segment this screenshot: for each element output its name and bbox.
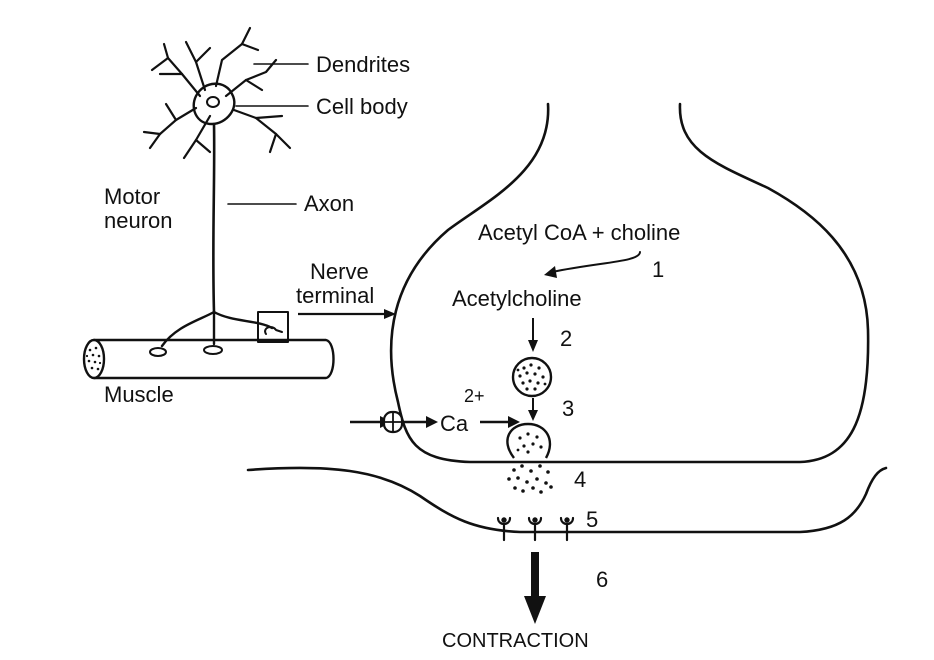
packaging-arrow (528, 318, 538, 352)
receptor (496, 516, 512, 542)
muscle-fiber-stipple (85, 346, 102, 371)
cell-body-shape (192, 82, 236, 126)
step-number: 1 (652, 257, 664, 282)
nerve-terminal-box (257, 311, 289, 343)
receptor (527, 516, 543, 542)
nerve-label: Nerve (310, 259, 369, 284)
synthesis-arrow (544, 251, 641, 278)
exocytosis-arrow (528, 398, 538, 421)
step-number: 4 (574, 467, 586, 492)
acetylcholine-label: Acetylcholine (452, 286, 582, 311)
axon-line (212, 122, 216, 314)
contraction-label: CONTRACTION (442, 630, 589, 652)
dendrites-label: Dendrites (316, 52, 410, 77)
muscle-fiber (82, 338, 335, 380)
dendrites-drawing (142, 26, 292, 160)
muscle-fiber-end (82, 338, 106, 380)
released-transmitter (507, 464, 553, 494)
nerve-terminal-arrow (298, 309, 396, 319)
leader-lines (227, 63, 309, 205)
fusing-vesicle (506, 422, 552, 459)
postsynaptic-membrane (246, 466, 888, 534)
nerve-terminal-outline (389, 102, 870, 464)
calcium-channel (350, 410, 438, 434)
nucleus (206, 96, 220, 108)
acetylcholine-receptors (496, 516, 575, 542)
axon-label: Axon (304, 191, 354, 216)
step-number: 2 (560, 326, 572, 351)
receptor (559, 516, 575, 542)
motor-label: Motor (104, 184, 160, 209)
step-number: 5 (586, 507, 598, 532)
boxed-terminal (264, 326, 283, 335)
motor-neuron (82, 26, 335, 380)
terminal-label: terminal (296, 283, 374, 308)
muscle-label: Muscle (104, 382, 174, 407)
end-plate-middle (203, 345, 223, 355)
acetyl-coa-label: Acetyl CoA + choline (478, 220, 680, 245)
calcium-label: Ca (440, 411, 469, 436)
neuron-label: neuron (104, 208, 173, 233)
calcium-charge-label: 2+ (464, 386, 485, 406)
step-number: 3 (562, 396, 574, 421)
end-plate-left (149, 347, 167, 357)
cell-body-label: Cell body (316, 94, 408, 119)
step-number: 6 (596, 567, 608, 592)
calcium-arrow (480, 416, 520, 428)
contraction-arrow (524, 552, 546, 624)
synaptic-vesicle (511, 356, 553, 398)
